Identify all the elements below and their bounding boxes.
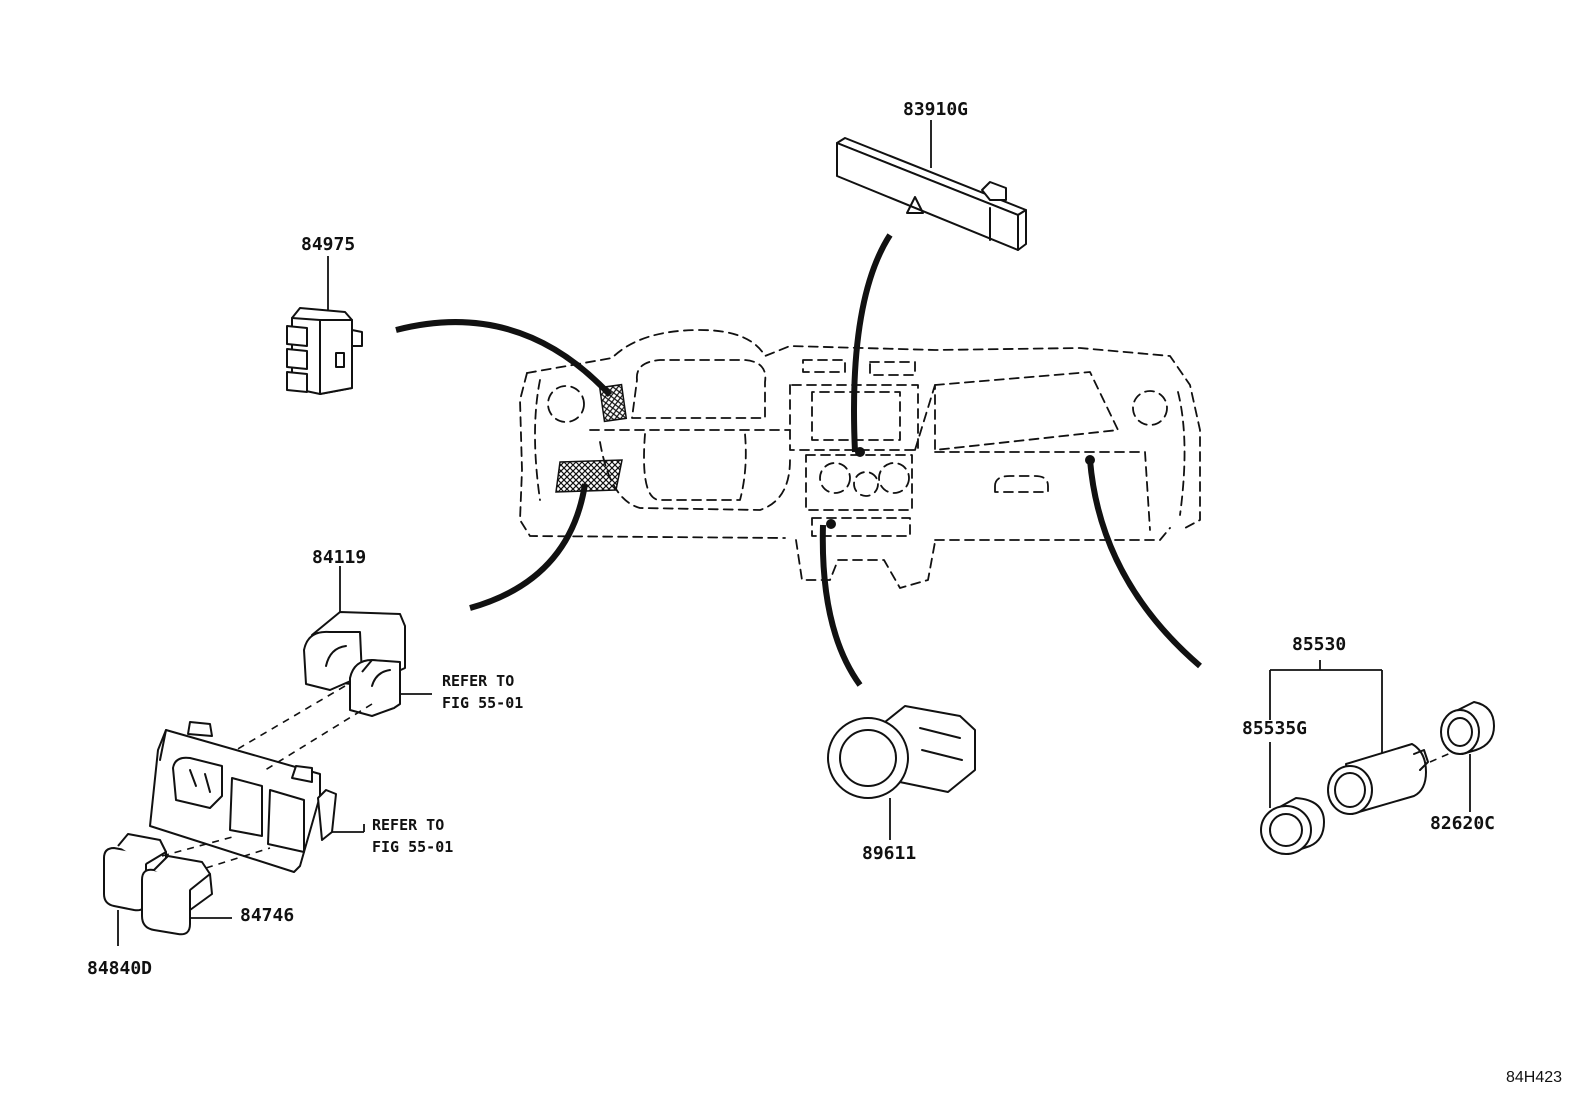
label-84746[interactable]: 84746 bbox=[240, 905, 295, 926]
label-84840D[interactable]: 84840D bbox=[87, 958, 153, 979]
label-84119[interactable]: 84119 bbox=[312, 547, 367, 568]
refer-note-upper-line1: REFER TO bbox=[442, 672, 515, 690]
refer-note-upper-line2: FIG 55-01 bbox=[442, 693, 524, 712]
refer-note-upper[interactable]: REFER TO FIG 55-01 bbox=[442, 671, 523, 715]
label-82620C[interactable]: 82620C bbox=[1430, 813, 1496, 834]
instrument-panel-outline bbox=[519, 329, 1201, 589]
part-89611-drawing bbox=[827, 705, 976, 840]
part-85535G-drawing bbox=[1260, 797, 1325, 855]
callout-curve-83910G bbox=[851, 233, 893, 453]
label-84975[interactable]: 84975 bbox=[301, 234, 356, 255]
part-85530-socket-drawing bbox=[1327, 743, 1429, 815]
callout-curve-84975 bbox=[395, 319, 613, 398]
callout-curve-84119 bbox=[469, 483, 588, 611]
part-84975-drawing bbox=[286, 256, 363, 395]
refer-note-lower[interactable]: REFER TO FIG 55-01 bbox=[372, 815, 453, 859]
refer-note-lower-line1: REFER TO bbox=[372, 816, 445, 834]
part-84119-drawing bbox=[303, 566, 432, 717]
drawing-id: 84H423 bbox=[1506, 1069, 1563, 1086]
label-85530[interactable]: 85530 bbox=[1292, 634, 1347, 655]
callout-curve-89611 bbox=[819, 524, 863, 687]
part-82620C-drawing bbox=[1440, 701, 1495, 812]
part-84840D-drawing bbox=[103, 833, 167, 946]
callout-curve-85530 bbox=[1087, 459, 1202, 669]
label-85535G[interactable]: 85535G bbox=[1242, 718, 1308, 739]
label-89611[interactable]: 89611 bbox=[862, 843, 917, 864]
refer-note-lower-line2: FIG 55-01 bbox=[372, 837, 454, 856]
switch-location-hatch-lower bbox=[555, 459, 623, 493]
part-85530-group-drawing bbox=[1269, 660, 1383, 808]
label-83910G[interactable]: 83910G bbox=[903, 99, 969, 120]
switch-bezel-drawing bbox=[149, 721, 365, 873]
part-84746-drawing bbox=[141, 855, 232, 936]
part-83910G-drawing bbox=[836, 120, 1027, 251]
